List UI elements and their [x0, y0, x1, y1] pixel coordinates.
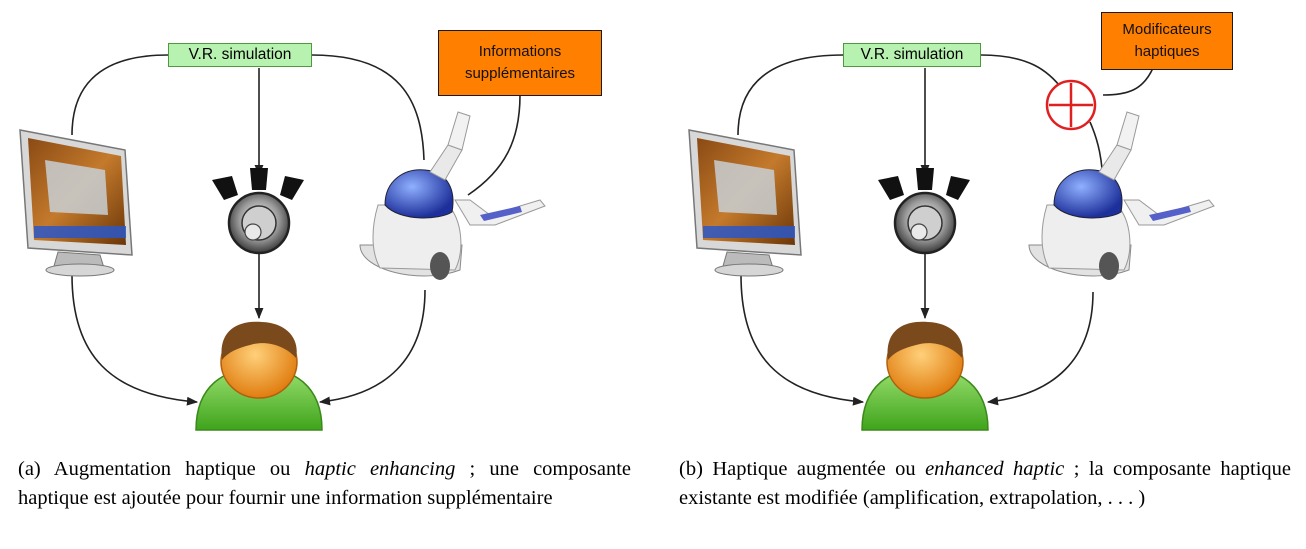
caption-b: (b) Haptique augmentée ou enhanced hapti… [679, 455, 1291, 513]
panel-b-diagram [688, 54, 1215, 431]
plus-icon [1045, 79, 1097, 131]
monitor-icon [688, 129, 802, 277]
informations-label-line2: supplémentaires [464, 65, 576, 82]
panel-b: V.R. simulation Modificateurs haptiques … [653, 0, 1306, 549]
speaker-icon [212, 168, 304, 255]
panel-a: V.R. simulation Informations supplémenta… [18, 30, 631, 513]
user-icon [861, 321, 989, 431]
modificateurs-label-line1: Modificateurs [1122, 21, 1212, 38]
caption-b-italic: enhanced haptic [925, 458, 1065, 480]
user-icon [195, 321, 323, 431]
caption-a-italic: haptic enhancing [304, 458, 456, 480]
modificateurs-box: Modificateurs haptiques [1101, 12, 1233, 70]
caption-a-prefix: (a) Augmentation haptique ou [18, 458, 305, 480]
informations-box: Informations supplémentaires [438, 30, 602, 96]
modificateurs-label-line2: haptiques [1134, 43, 1200, 60]
vr-simulation-box: V.R. simulation [843, 43, 981, 67]
speaker-icon [878, 168, 970, 255]
caption-a-suffix: ; une composante haptique est ajoutée po… [18, 458, 631, 509]
panel-a-diagram [19, 54, 546, 431]
informations-label-line1: Informations [478, 43, 562, 60]
caption-a: (a) Augmentation haptique ou haptic enha… [18, 455, 631, 513]
vr-simulation-box: V.R. simulation [168, 43, 312, 67]
haptic-device-icon [359, 111, 546, 280]
monitor-icon [19, 129, 133, 277]
caption-b-suffix: ; la composante haptique existante est m… [679, 458, 1291, 509]
caption-b-prefix: (b) Haptique augmentée ou [679, 458, 926, 480]
haptic-device-icon [1028, 111, 1215, 280]
vr-simulation-label: V.R. simulation [188, 46, 292, 63]
vr-simulation-label: V.R. simulation [860, 46, 964, 63]
